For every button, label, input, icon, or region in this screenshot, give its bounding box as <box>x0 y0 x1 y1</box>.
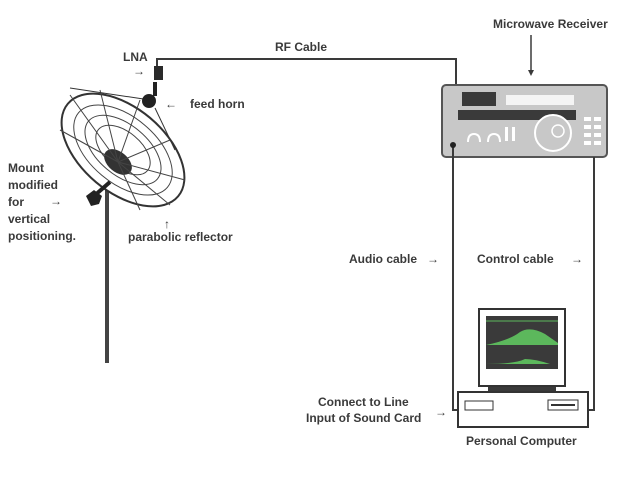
control-cable-label: Control cable <box>477 252 554 266</box>
audio-cable-arrow: → <box>427 252 439 266</box>
personal-computer <box>457 308 589 428</box>
audio-cable-line <box>452 143 458 411</box>
audio-cable-label: Audio cable <box>349 252 417 266</box>
personal-computer-label: Personal Computer <box>466 434 577 448</box>
lna-label: LNA <box>123 50 148 64</box>
connect-arrow: → <box>435 405 447 419</box>
mount-label-1: Mount <box>8 161 44 175</box>
mount-label-5: positioning. <box>8 229 76 243</box>
parabolic-dish <box>59 87 186 211</box>
control-cable-line <box>586 157 595 411</box>
feed-horn <box>142 94 156 108</box>
parabolic-reflector-label: parabolic reflector <box>128 230 233 244</box>
connect-label-1: Connect to Line <box>318 395 409 409</box>
connect-label-2: Input of Sound Card <box>306 411 421 425</box>
mount-arrow: → <box>50 194 62 208</box>
control-cable-arrow: → <box>571 252 583 266</box>
lna-arrow: → <box>133 64 145 78</box>
microwave-receiver <box>441 84 608 158</box>
feed-horn-arrow: ← <box>165 97 177 111</box>
microwave-receiver-label: Microwave Receiver <box>493 17 608 31</box>
feed-horn-label: feed horn <box>190 97 245 111</box>
rf-cable-line <box>156 58 457 85</box>
mount-label-4: vertical <box>8 212 50 226</box>
lna-box <box>154 66 163 80</box>
mount-label-3: for <box>8 195 24 209</box>
rf-cable-label: RF Cable <box>275 40 327 54</box>
mount-label-2: modified <box>8 178 58 192</box>
reflector-arrow: ↑ <box>164 217 170 231</box>
antenna-pole <box>105 175 109 363</box>
